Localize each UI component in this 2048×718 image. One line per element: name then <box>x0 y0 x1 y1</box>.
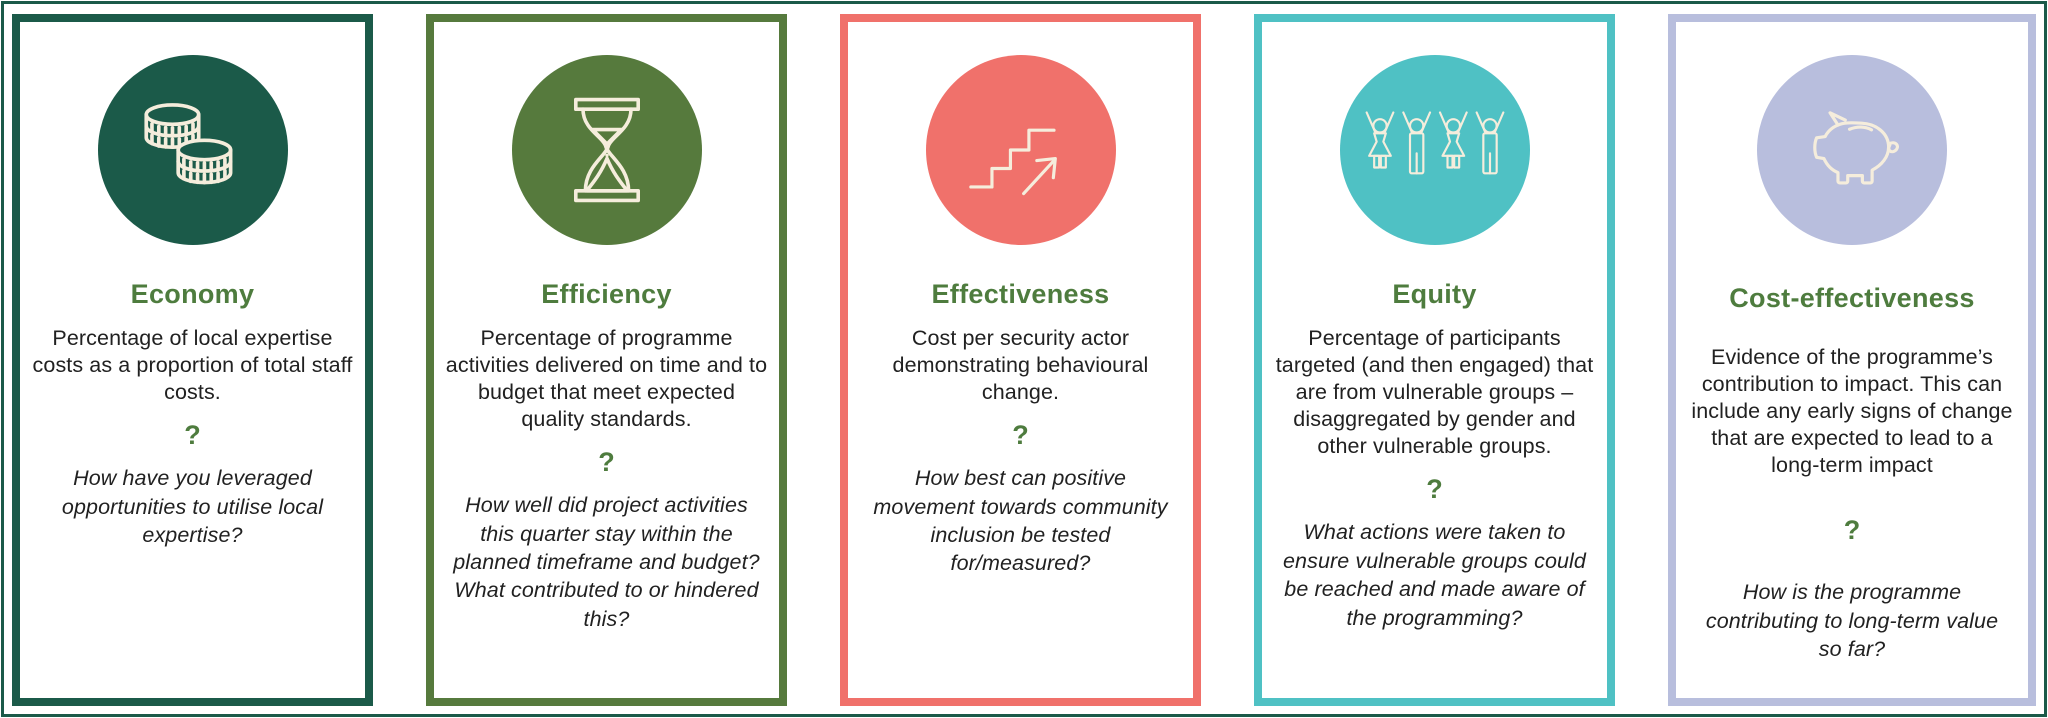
card-title: Equity <box>1392 279 1477 309</box>
question-mark: ? <box>1012 420 1029 451</box>
card-effectiveness: Effectiveness Cost per security actor de… <box>840 14 1201 706</box>
card-question: How is the programme contributing to lon… <box>1705 580 1999 662</box>
coins-icon <box>143 103 232 188</box>
card-title: Cost-effectiveness <box>1729 283 1975 313</box>
card-title: Economy <box>130 279 255 309</box>
cost-effectiveness-icon-circle <box>1757 55 1947 245</box>
card-title: Efficiency <box>541 279 672 309</box>
card-cost-effectiveness: Cost-effectiveness Evidence of the progr… <box>1668 14 2036 706</box>
card-question: What actions were taken to ensure vulner… <box>1282 520 1586 630</box>
effectiveness-icon-circle <box>925 55 1116 245</box>
question-mark: ? <box>598 447 615 478</box>
hourglass-icon <box>573 97 640 203</box>
card-equity: Equity Percentage of participants target… <box>1254 14 1615 706</box>
card-title: Effectiveness <box>931 279 1110 309</box>
card-question: How best can positive movement towards c… <box>873 466 1168 576</box>
stairs-arrow-icon <box>968 128 1057 196</box>
card-question: How well did project activities this qua… <box>453 493 760 631</box>
question-mark: ? <box>1843 515 1861 546</box>
efficiency-icon-circle <box>511 55 702 245</box>
card-description: Cost per security actor demonstrating be… <box>892 326 1149 405</box>
card-description: Evidence of the programme’s contribution… <box>1691 345 2013 478</box>
card-description: Percentage of local expertise costs as a… <box>32 326 353 405</box>
card-description: Percentage of programme activities deliv… <box>445 326 768 432</box>
question-mark: ? <box>184 420 201 451</box>
card-question: How have you leveraged opportunities to … <box>61 466 324 547</box>
question-mark: ? <box>1426 474 1443 505</box>
people-raised-arms-icon <box>1365 111 1504 175</box>
economy-icon-circle <box>97 55 288 245</box>
card-description: Percentage of participants targeted (and… <box>1275 326 1594 459</box>
piggy-bank-icon <box>1813 111 1899 185</box>
card-economy: Economy Percentage of local expertise co… <box>12 14 373 706</box>
card-efficiency: Efficiency Percentage of programme activ… <box>426 14 787 706</box>
equity-icon-circle <box>1339 55 1530 245</box>
